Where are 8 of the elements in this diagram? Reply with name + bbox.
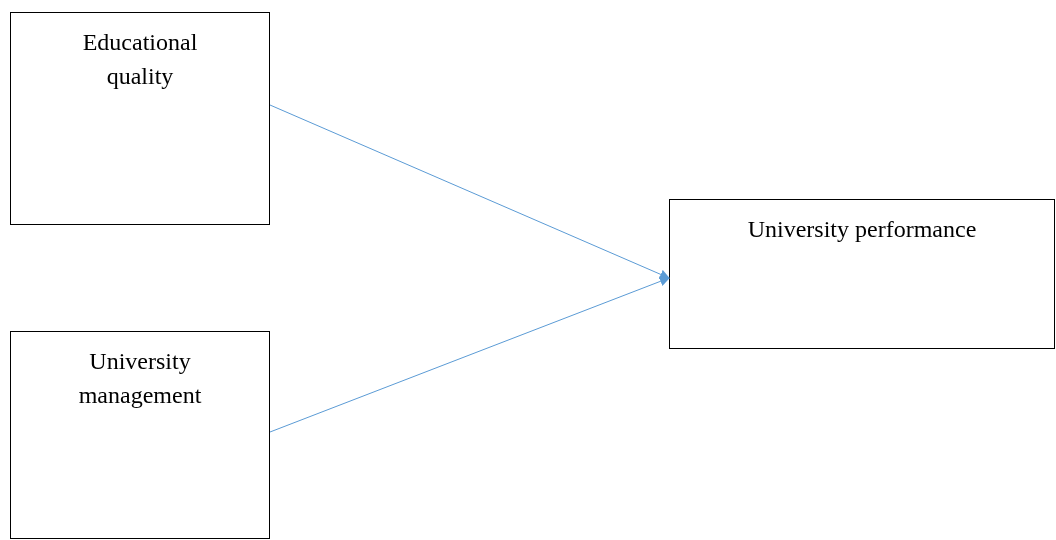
concept-box <box>669 199 1055 349</box>
concept-box <box>10 331 270 539</box>
box-label: Educational quality <box>81 28 199 91</box>
arrow <box>269 276 670 433</box>
arrow <box>269 104 670 279</box>
box-label: University performance <box>747 215 977 244</box>
box-label: University management <box>77 347 203 410</box>
concept-box <box>10 12 270 225</box>
